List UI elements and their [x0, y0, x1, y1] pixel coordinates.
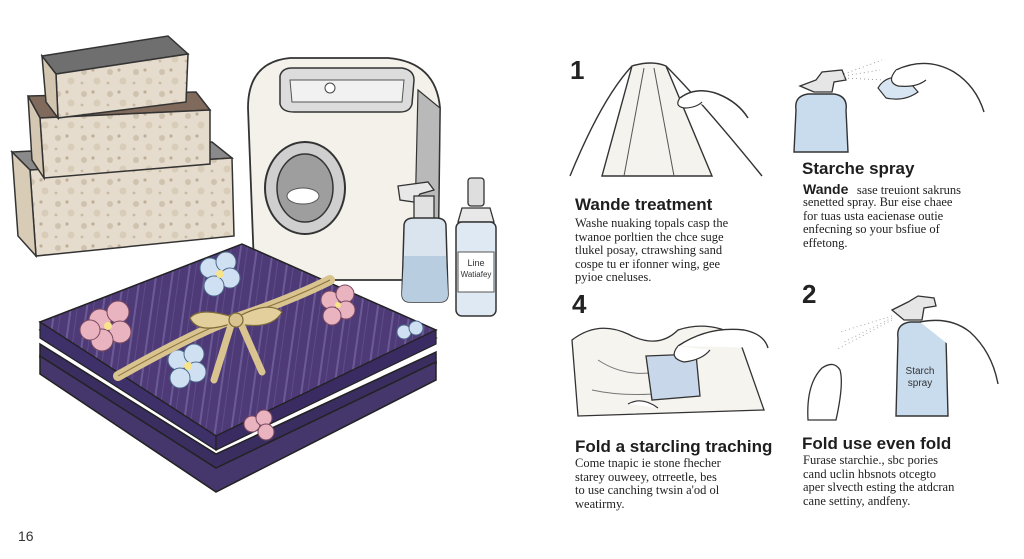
step-4-number: 4 [572, 289, 587, 319]
starch-bottle-label-line1: Starch [906, 366, 935, 377]
bottle-label-line2: Watiafey [461, 270, 492, 279]
starch-spray-illustration [793, 59, 985, 153]
step-top-right-subtitle-row: Wande sase treuiont sakruns [803, 181, 961, 199]
step-1-number: 1 [570, 55, 585, 85]
starch-bottle-label-line2: spray [908, 378, 932, 389]
kimono-care-illustration: Line Watiafey [10, 35, 497, 493]
step-1-illustration [569, 62, 763, 177]
step-top-right-body: senetted spray. Bur eise chaee for tuas … [803, 195, 953, 250]
step-2-number: 2 [802, 279, 817, 309]
step-2-body: Furase starchie., sbc pories cand uclin … [803, 453, 955, 508]
step-top-right-subtitle: Wande [803, 181, 849, 197]
step-1-title: Wande treatment [575, 195, 713, 214]
step-4-title: Fold a starcling traching [575, 437, 773, 456]
bottle-label-line1: Line [467, 258, 484, 268]
folded-kimono [38, 243, 438, 493]
storage-boxes [10, 35, 235, 259]
page-number: 16 [18, 528, 34, 544]
step-top-right-title: Starche spray [802, 159, 915, 178]
step-4-illustration [571, 325, 769, 417]
step-4-body: Come tnapic ie stone fhecher starey ouwe… [575, 456, 721, 511]
step-top-right-body-first: sase treuiont sakruns [856, 183, 961, 197]
spray-bottle [397, 181, 449, 303]
labeled-bottle: Line Watiafey [455, 177, 497, 317]
step-2-title: Fold use even fold [802, 434, 952, 453]
step-2-illustration: Starch spray [807, 295, 999, 421]
step-1-body: Washe nuaking topals casp the twanoe por… [575, 216, 729, 284]
